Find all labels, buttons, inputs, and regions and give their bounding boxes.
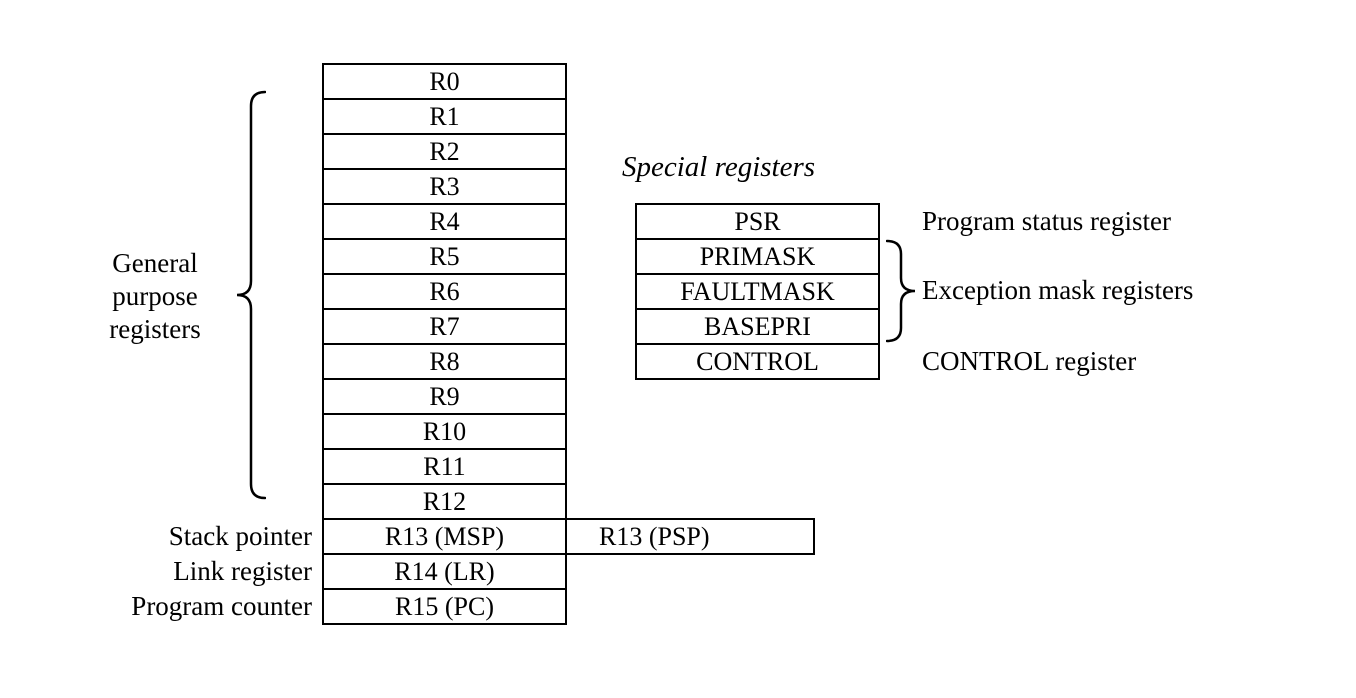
right-curly-brace xyxy=(886,239,916,343)
program-status-register-label: Program status register xyxy=(922,206,1171,236)
special-cell-basepri: BASEPRI xyxy=(635,308,880,345)
general-purpose-label: General purpose registers xyxy=(75,247,235,346)
special-cell-faultmask: FAULTMASK xyxy=(635,273,880,310)
general-purpose-label-line2: purpose xyxy=(112,281,198,311)
special-cell-control: CONTROL xyxy=(635,343,880,380)
register-cell-r14-lr: R14 (LR) xyxy=(322,553,567,590)
register-cell-r2: R2 xyxy=(322,133,567,170)
register-cell-r4: R4 xyxy=(322,203,567,240)
register-cell-r11: R11 xyxy=(322,448,567,485)
register-cell-r8: R8 xyxy=(322,343,567,380)
register-cell-r15-pc: R15 (PC) xyxy=(322,588,567,625)
special-cell-psr: PSR xyxy=(635,203,880,240)
register-cell-r9: R9 xyxy=(322,378,567,415)
stack-pointer-label: Stack pointer xyxy=(168,521,312,551)
register-cell-r12: R12 xyxy=(322,483,567,520)
register-cell-r6: R6 xyxy=(322,273,567,310)
core-register-stack: R0 R1 R2 R3 R4 R5 R6 R7 R8 R9 R10 R11 R1… xyxy=(322,63,567,625)
exception-mask-registers-label: Exception mask registers xyxy=(922,275,1194,305)
register-cell-r7: R7 xyxy=(322,308,567,345)
register-cell-r3: R3 xyxy=(322,168,567,205)
special-register-stack: PSR PRIMASK FAULTMASK BASEPRI CONTROL xyxy=(635,203,880,380)
control-register-label: CONTROL register xyxy=(922,346,1137,376)
general-purpose-label-line3: registers xyxy=(109,314,201,344)
register-cell-r13-msp: R13 (MSP) xyxy=(322,518,567,555)
register-cell-r10: R10 xyxy=(322,413,567,450)
register-cell-r0: R0 xyxy=(322,63,567,100)
register-cell-r5: R5 xyxy=(322,238,567,275)
special-registers-title: Special registers xyxy=(622,151,816,183)
left-curly-brace xyxy=(236,90,266,500)
register-cell-r1: R1 xyxy=(322,98,567,135)
register-cell-r13-psp: R13 (PSP) xyxy=(565,518,815,555)
link-register-label: Link register xyxy=(173,556,312,586)
general-purpose-label-line1: General xyxy=(112,248,198,278)
program-counter-label: Program counter xyxy=(131,591,312,621)
special-cell-primask: PRIMASK xyxy=(635,238,880,275)
